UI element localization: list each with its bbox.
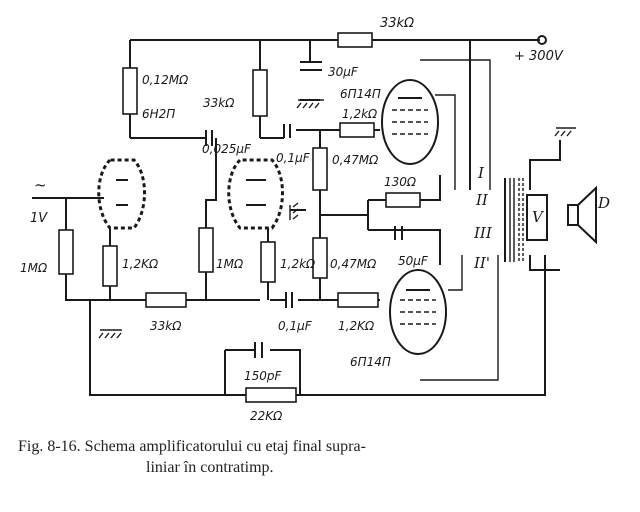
caption-line-2: liniar în contratimp. — [146, 459, 274, 476]
capacitor-coupling-1 — [205, 130, 213, 146]
label-r-feedback-loop: 22KΩ — [250, 409, 283, 423]
winding-3-label: III — [473, 224, 493, 242]
label-r-feedback-top: 33kΩ — [380, 16, 414, 31]
label-supply: + 300V — [514, 49, 564, 64]
label-c-cathode-out: 50μF — [398, 254, 429, 268]
label-r-cathode-1: 1,2KΩ — [122, 257, 159, 271]
resistor-cathode-1 — [102, 245, 118, 287]
ground-icon — [98, 329, 122, 339]
label-r-input: 1MΩ — [20, 261, 48, 275]
label-tube-3: 6П14П — [340, 87, 381, 101]
capacitors — [205, 61, 403, 358]
resistor-cathode-2 — [260, 241, 276, 283]
resistor-input — [58, 229, 74, 275]
resistor-feedback-loop — [245, 387, 297, 403]
resistor-feedback-top — [337, 32, 373, 48]
tube-3 — [381, 79, 439, 165]
amplifier-schematic: 33kΩ + 300V 0,12MΩ 6H2П 33kΩ 30μF 6П14П … — [20, 16, 610, 423]
label-r-grid-2: 1MΩ — [216, 257, 244, 271]
ground-icon — [289, 202, 299, 220]
capacitor-coupling-2 — [283, 124, 291, 138]
ground-icon — [554, 127, 576, 137]
label-r-cathode-out: 130Ω — [384, 175, 417, 189]
input-symbol: ~ — [34, 176, 47, 194]
labels: 33kΩ + 300V 0,12MΩ 6H2П 33kΩ 30μF 6П14П … — [20, 16, 610, 423]
resistor-cathode-out — [385, 192, 421, 208]
label-r-load-1: 0,12MΩ — [142, 73, 189, 87]
label-c-coupling-2: 0,1μF — [276, 151, 311, 165]
winding-2-label: II — [475, 191, 489, 209]
wiring — [32, 39, 561, 396]
resistor-grid-4 — [337, 292, 379, 308]
capacitor-supply — [300, 61, 322, 71]
label-c-feedback: 150pF — [244, 369, 283, 383]
capacitor-coupling-3 — [285, 292, 293, 308]
capacitor-cathode-out — [394, 226, 403, 240]
label-r-feedback-bottom: 33kΩ — [150, 319, 182, 333]
winding-1-label: I — [477, 164, 485, 182]
label-tube-1: 6H2П — [142, 107, 175, 121]
label-r-load-2: 33kΩ — [203, 96, 235, 110]
label-input-level: 1V — [30, 211, 48, 226]
resistor-load-2 — [252, 69, 268, 117]
label-c-supply: 30μF — [328, 65, 359, 79]
tube-1 — [97, 158, 146, 230]
winding-4-label: II' — [473, 254, 490, 272]
resistor-grid-2 — [198, 227, 214, 273]
label-r-grid-4: 1,2KΩ — [338, 319, 375, 333]
capacitor-feedback — [254, 342, 263, 358]
caption-line-1: Fig. 8-16. Schema amplificatorului cu et… — [18, 438, 366, 455]
label-c-coupling-1: 0,025μF — [202, 142, 252, 156]
ground-symbols — [98, 99, 576, 339]
resistor-grid-leak-2 — [312, 237, 328, 279]
speaker-label: D — [597, 194, 610, 212]
tube-2 — [227, 158, 284, 230]
tube-4 — [389, 269, 447, 355]
label-r-grid-leak-1: 0,47MΩ — [332, 153, 379, 167]
label-r-grid-3: 1,2kΩ — [342, 107, 378, 121]
label-r-cathode-2: 1,2kΩ — [280, 257, 316, 271]
figure-caption: Fig. 8-16. Schema amplificatorului cu et… — [18, 436, 618, 478]
resistor-grid-3 — [339, 122, 375, 138]
resistors — [58, 32, 421, 403]
resistor-grid-leak-1 — [312, 147, 328, 191]
speaker-icon — [567, 185, 597, 245]
resistor-load-1 — [122, 67, 138, 115]
ground-icon — [296, 99, 324, 109]
winding-5-label: V — [532, 208, 545, 226]
supply-terminal-icon — [537, 35, 547, 45]
label-r-grid-leak-2: 0,47MΩ — [330, 257, 377, 271]
label-tube-4: 6П14П — [350, 355, 391, 369]
label-c-coupling-3: 0,1μF — [278, 319, 313, 333]
resistor-feedback-bottom — [145, 292, 187, 308]
output-transformer — [504, 178, 548, 262]
